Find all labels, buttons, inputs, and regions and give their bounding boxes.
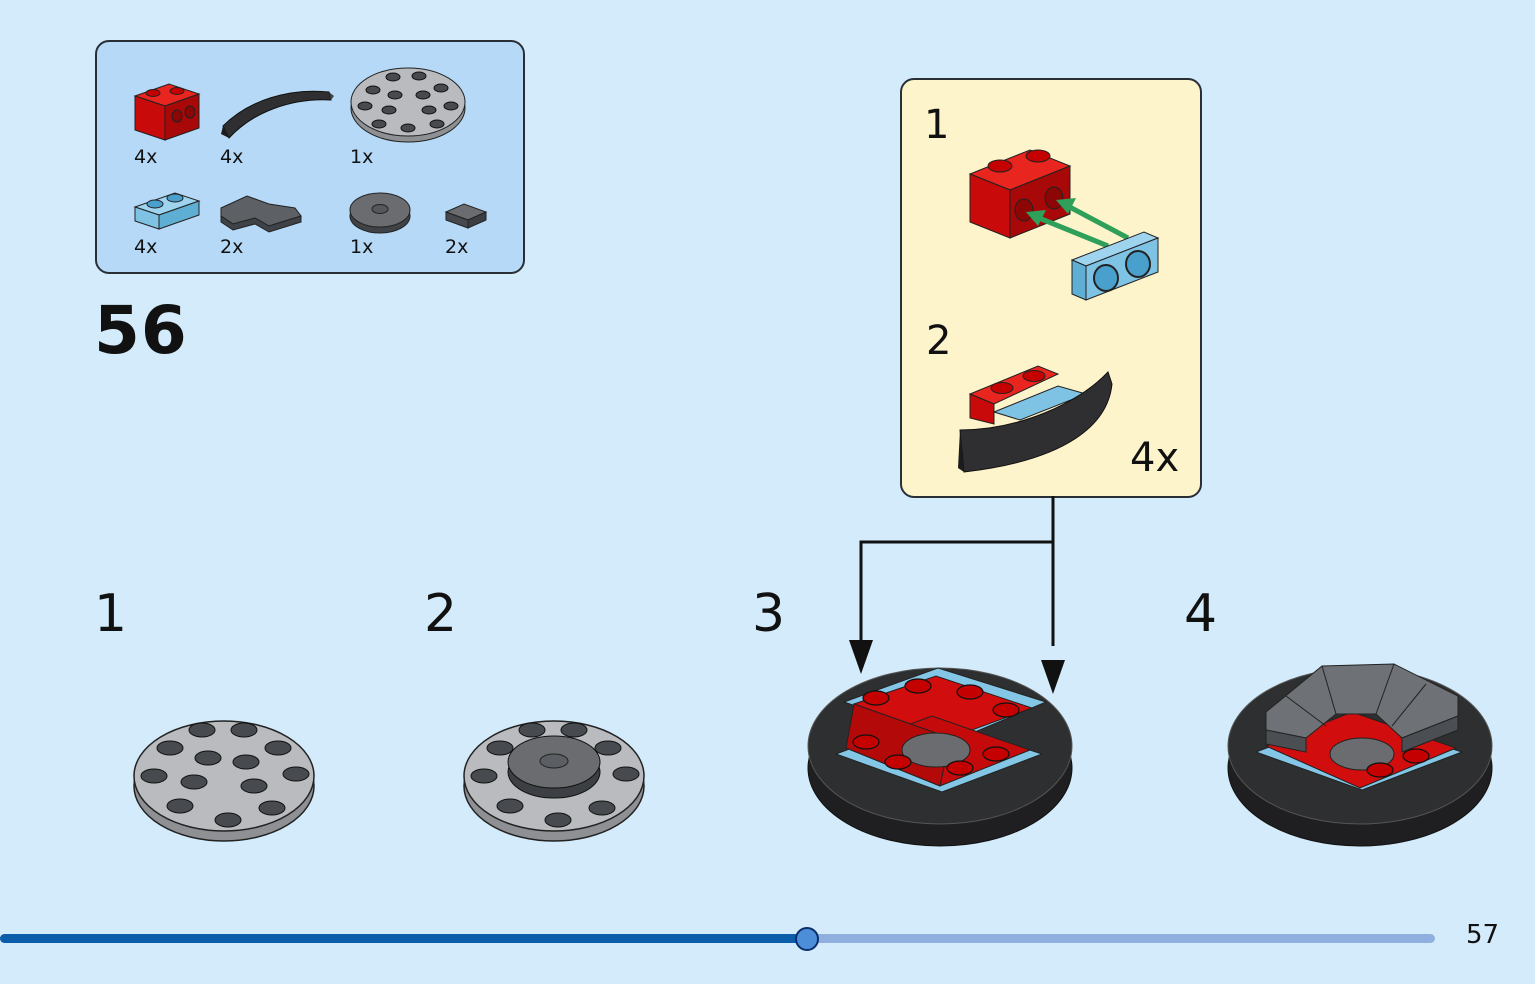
substep-1-illustration (133, 720, 315, 842)
round-tile-part-icon (349, 192, 411, 234)
substep-1-number: 1 (94, 584, 128, 644)
red-brick-part-icon (133, 83, 201, 141)
subassembly-callout: 1 2 4x (900, 78, 1202, 498)
substep-3-number: 3 (752, 584, 786, 644)
substep-2-illustration (463, 720, 645, 842)
curved-slope-part-icon (221, 90, 334, 139)
corner-tile-part-icon (220, 195, 302, 233)
progress-knob[interactable] (795, 927, 820, 951)
round-tile-quantity: 1x (350, 236, 374, 258)
substep-2-number: 2 (424, 584, 458, 644)
parts-list-box: 4x 4x 1x 4x 2x (95, 40, 525, 274)
substep-4-number: 4 (1184, 584, 1218, 644)
callout-step-1-number: 1 (924, 102, 950, 148)
blue-plate-part-icon (133, 192, 201, 230)
substep-4-illustration (1227, 663, 1493, 847)
corner-tile-quantity: 2x (220, 236, 244, 258)
round-plate-quantity: 1x (350, 146, 374, 168)
step-number: 56 (94, 292, 188, 369)
red-brick-quantity: 4x (134, 146, 158, 168)
callout-step-1-illustration (968, 149, 1160, 301)
callout-step-2-number: 2 (926, 318, 952, 364)
curved-slope-quantity: 4x (220, 146, 244, 168)
callout-multiplier: 4x (1130, 435, 1180, 481)
small-tile-quantity: 2x (445, 236, 469, 258)
progress-bar[interactable] (0, 927, 1435, 951)
small-tile-part-icon (444, 203, 488, 229)
progress-fill (0, 934, 808, 943)
callout-step-2-illustration (958, 365, 1113, 473)
round-plate-part-icon (350, 67, 466, 143)
callout-connector-arrows (849, 496, 1065, 694)
substep-3-illustration (807, 667, 1073, 847)
page-number: 57 (1466, 920, 1500, 950)
blue-plate-quantity: 4x (134, 236, 158, 258)
